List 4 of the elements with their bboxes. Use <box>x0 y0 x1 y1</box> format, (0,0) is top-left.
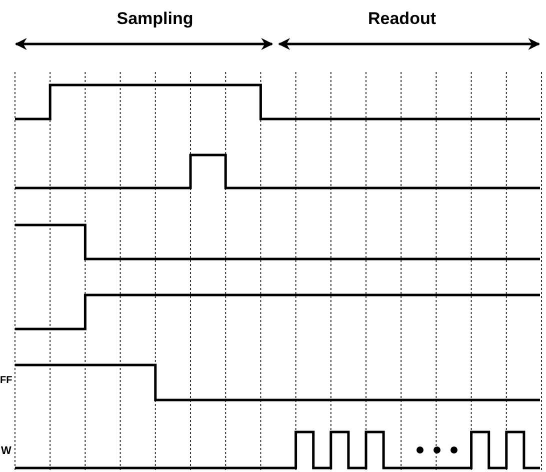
signal-name: W <box>1 446 12 457</box>
section-heading: Readout <box>368 10 436 27</box>
section-heading: Sampling <box>116 10 194 27</box>
signal-name: FF <box>0 376 12 386</box>
